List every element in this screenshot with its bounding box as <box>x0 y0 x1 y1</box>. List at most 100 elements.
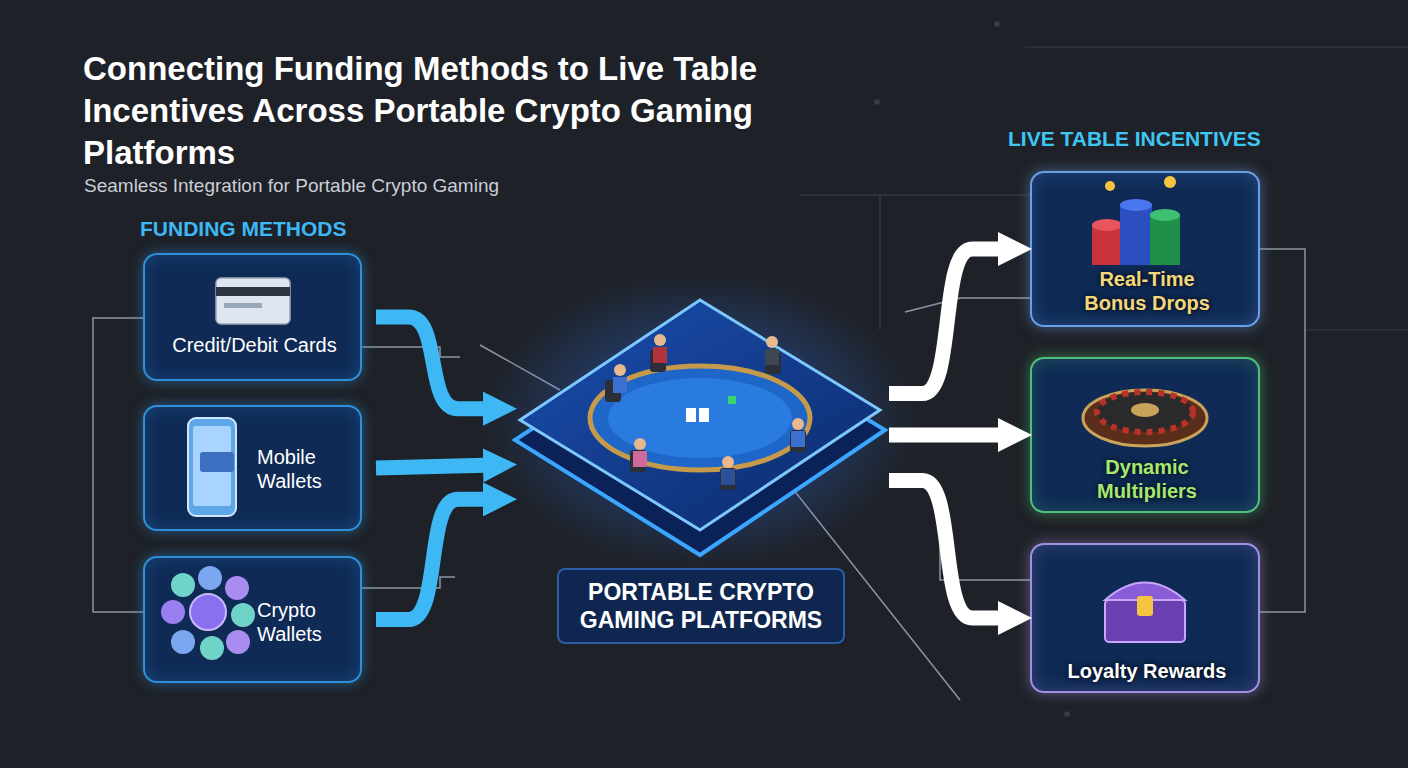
card-line <box>224 303 262 308</box>
leader-line <box>362 347 460 357</box>
flow-arrow <box>376 317 485 409</box>
player-body <box>613 377 627 393</box>
phone-screen <box>193 426 231 506</box>
leader-line <box>362 577 455 588</box>
tablet-glow <box>480 270 920 570</box>
node-label: Crypto Wallets <box>257 598 357 646</box>
coin <box>226 630 250 654</box>
chips-icon <box>1092 176 1180 265</box>
node-label: Loyalty Rewards <box>1032 659 1262 683</box>
roulette-icon <box>1083 390 1207 446</box>
players <box>613 334 805 485</box>
method-box: Credit/Debit Cards <box>143 253 362 381</box>
player-head <box>792 418 804 430</box>
flow-arrow <box>376 499 485 619</box>
method-box: Real-Time Bonus Drops <box>1030 171 1260 327</box>
roulette-rim <box>1083 390 1207 446</box>
player-body <box>765 349 779 365</box>
player-body <box>721 469 735 485</box>
diagram-title: Connecting Funding Methods to Live Table… <box>83 48 783 174</box>
chest-body <box>1105 600 1185 642</box>
coin <box>231 603 255 627</box>
grid-dot <box>1065 712 1069 716</box>
chip-stack <box>1120 205 1152 265</box>
coin <box>1105 181 1115 191</box>
coin <box>225 576 249 600</box>
chest-icon <box>1105 583 1185 643</box>
coin <box>171 573 195 597</box>
player-body <box>653 347 667 363</box>
card-stripe <box>216 287 290 296</box>
roulette-hub <box>1131 403 1159 417</box>
coin <box>198 566 222 590</box>
flow-arrow <box>376 465 485 468</box>
chairs <box>605 350 806 490</box>
flow-arrow <box>889 480 1000 618</box>
playing-card <box>686 408 696 422</box>
flow-arrow <box>889 249 1000 394</box>
node-label: Dynamic Multipliers <box>1072 455 1222 503</box>
coin <box>200 636 224 660</box>
chip-top <box>1150 209 1180 221</box>
platform-node: PORTABLE CRYPTO GAMING PLATFORMS <box>515 265 875 643</box>
player-body <box>633 451 647 467</box>
phone-icon <box>188 418 236 516</box>
diagram-subtitle: Seamless Integration for Portable Crypto… <box>84 174 684 198</box>
platform-label: PORTABLE CRYPTO GAMING PLATFORMS <box>557 568 845 644</box>
grid-line <box>1025 47 1408 48</box>
card-icon <box>216 278 290 324</box>
left-bracket <box>93 318 143 612</box>
leader-line <box>940 545 1030 580</box>
chest-lock <box>1137 596 1153 616</box>
tablet-illustration <box>480 270 920 570</box>
coins-icon <box>161 566 255 660</box>
player-head <box>614 364 626 376</box>
coin <box>161 600 185 624</box>
node-label: Credit/Debit Cards <box>145 333 364 357</box>
right-bracket <box>1260 249 1305 612</box>
group-heading: LIVE TABLE INCENTIVES <box>1008 126 1328 152</box>
card-body <box>216 278 290 324</box>
tablet-screen <box>520 300 880 530</box>
leader-line <box>905 298 1030 312</box>
phone-card <box>200 452 234 472</box>
group-heading: FUNDING METHODS <box>140 216 440 242</box>
chair <box>790 430 806 452</box>
grid-dot <box>995 22 999 26</box>
coin <box>190 594 226 630</box>
chair <box>630 450 646 472</box>
node-label: Real-Time Bonus Drops <box>1067 267 1227 315</box>
method-box: Dynamic Multipliers <box>1030 357 1260 513</box>
roulette-wheel <box>1097 392 1193 432</box>
grid-dot <box>875 100 879 104</box>
flow-arrow <box>889 428 1000 443</box>
player-head <box>722 456 734 468</box>
phone-body <box>188 418 236 516</box>
dice <box>728 396 736 404</box>
poker-table <box>590 366 810 470</box>
playing-card <box>699 408 709 422</box>
node-label: Mobile Wallets <box>257 445 357 493</box>
method-box: Loyalty Rewards <box>1030 543 1260 693</box>
chip-stack <box>1150 215 1180 265</box>
chip-top <box>1120 199 1152 211</box>
chair <box>720 468 736 490</box>
method-box: Mobile Wallets <box>143 405 362 531</box>
coin <box>171 630 195 654</box>
coin <box>1164 176 1176 188</box>
table-felt <box>608 378 792 458</box>
player-head <box>654 334 666 346</box>
chip-stack <box>1092 225 1122 265</box>
player-head <box>634 438 646 450</box>
grid-line <box>1305 330 1408 331</box>
chip-top <box>1092 219 1122 231</box>
method-box: Crypto Wallets <box>143 556 362 683</box>
player-body <box>791 431 805 447</box>
chest-lid <box>1105 583 1185 601</box>
player-head <box>766 336 778 348</box>
